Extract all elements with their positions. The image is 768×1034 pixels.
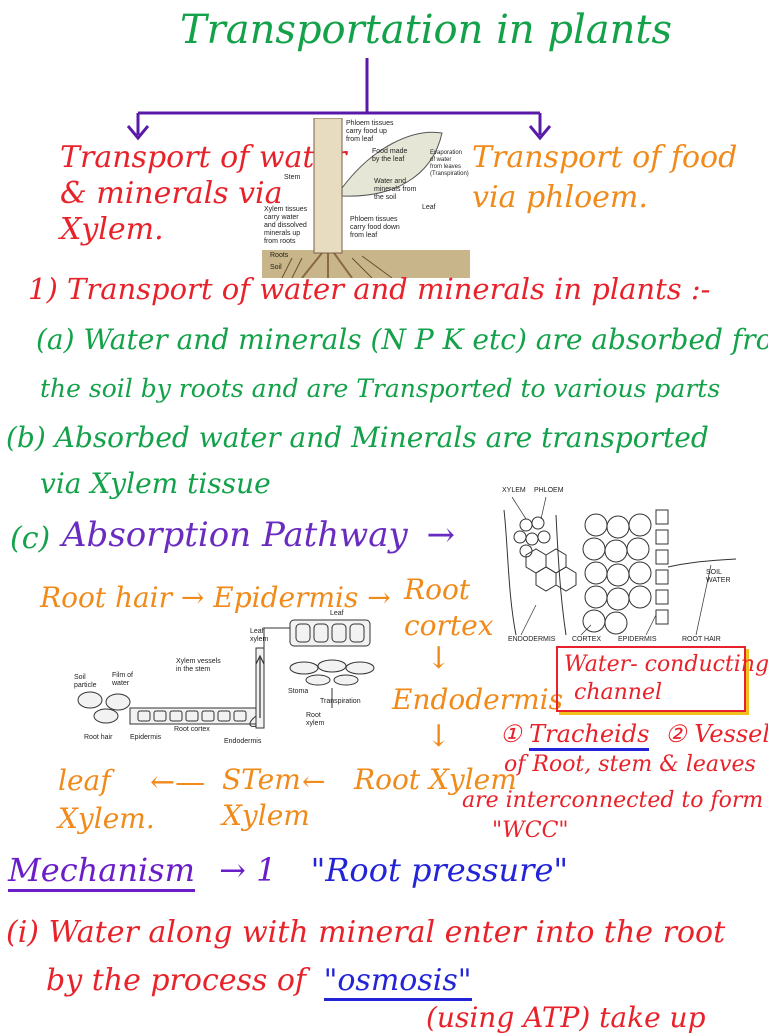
absorption-label: (c) bbox=[10, 521, 51, 556]
evaporation-label: Evaporation of water from leaves (Transp… bbox=[430, 150, 469, 177]
branch-left-line2: & minerals via bbox=[60, 176, 283, 211]
point-i-line3: (using ATP) take up bbox=[426, 1001, 706, 1034]
cs-xylem-label: XYLEM bbox=[502, 487, 526, 494]
branch-right-line2: via phloem. bbox=[472, 180, 648, 215]
cs-soil-water-label: SOIL WATER bbox=[706, 569, 731, 585]
section1-heading: 1) Transport of water and minerals in pl… bbox=[28, 272, 711, 306]
pathway-arrow-2: → bbox=[367, 581, 391, 614]
pathway-root-cortex: Root cortex bbox=[404, 572, 494, 644]
pathway-leaf-xylem: leaf Xylem. bbox=[58, 762, 155, 838]
wcc-tracheids: Tracheids bbox=[529, 720, 650, 751]
fd-root-xylem-label: Root xylem bbox=[306, 712, 325, 728]
title-branch-lines bbox=[126, 58, 552, 141]
phloem-top-label: Phloem tissues carry food up from leaf bbox=[346, 120, 394, 144]
point-b-line2: via Xylem tissue bbox=[40, 467, 271, 500]
wcc-num-1: ① bbox=[500, 720, 522, 748]
pathway-root-cortex-line2: cortex bbox=[404, 609, 494, 642]
absorption-arrow: → bbox=[426, 515, 456, 555]
mechanism-row: Mechanism → 1 "Root pressure" bbox=[8, 851, 569, 892]
leaf-label: Leaf bbox=[422, 204, 436, 211]
branch-left: Transport of water & minerals via Xylem. bbox=[60, 140, 347, 248]
fd-stoma-label: Stoma bbox=[288, 688, 309, 695]
cs-phloem-label: PHLOEM bbox=[534, 487, 564, 494]
root-cross-section-diagram: XYLEM PHLOEM SOIL WATER ENDODERMIS CORTE… bbox=[496, 485, 741, 647]
pathway-arrow-down-2: ↓ bbox=[426, 719, 452, 754]
cs-cortex-label: CORTEX bbox=[572, 636, 602, 643]
pathway-epidermis: Epidermis bbox=[213, 581, 359, 614]
branch-right: Transport of food via phloem. bbox=[472, 138, 737, 218]
mechanism-number: 1 bbox=[256, 851, 277, 889]
branch-left-line1: Transport of water bbox=[60, 140, 347, 175]
food-made-label: Food made by the leaf bbox=[372, 148, 408, 164]
fd-root-cortex-label: Root cortex bbox=[174, 726, 210, 733]
root-pressure-label: "Root pressure" bbox=[310, 851, 569, 889]
plant-sketch bbox=[262, 117, 470, 279]
wcc-box-line2: channel bbox=[574, 680, 662, 705]
wcc-box: Water- conducting channel bbox=[556, 646, 768, 712]
fd-xylem-vessels-label: Xylem vessels in the stem bbox=[176, 658, 221, 674]
fd-film-water-label: Film of water bbox=[112, 672, 133, 688]
soil-label: Soil bbox=[270, 264, 282, 271]
wcc-vessels: Vessels bbox=[694, 720, 768, 748]
pathway-stem-xylem-line1: STem bbox=[222, 763, 301, 796]
branch-left-line3: Xylem. bbox=[60, 212, 164, 247]
water-flow-diagram: Leaf Leaf xylem Xylem vessels in the ste… bbox=[70, 608, 382, 754]
point-i-line1: (i) Water along with mineral enter into … bbox=[6, 915, 726, 950]
fd-leaf-label: Leaf bbox=[330, 610, 344, 617]
page-title: Transportation in plants bbox=[180, 7, 672, 53]
pathway-stem-xylem: STem Xylem bbox=[222, 762, 310, 834]
root-cross-section-sketch bbox=[503, 496, 737, 636]
mechanism-label: Mechanism bbox=[8, 851, 195, 892]
xylem-label: Xylem tissues carry water and dissolved … bbox=[264, 206, 308, 246]
pathway-endodermis: Endodermis bbox=[392, 683, 564, 716]
pathway-arrow-down-1: ↓ bbox=[426, 641, 452, 676]
point-b-line1: (b) Absorbed water and Minerals are tran… bbox=[6, 421, 709, 454]
fd-leaf-xylem-label: Leaf xylem bbox=[250, 628, 269, 644]
pathway-root-cortex-line1: Root bbox=[404, 573, 471, 606]
pathway-leaf-xylem-line1: leaf bbox=[58, 764, 111, 797]
plant-transport-diagram: Phloem tissues carry food up from leaf F… bbox=[262, 117, 470, 279]
pathway-arrow-1: → bbox=[180, 581, 214, 614]
pathway-root-hair: Root hair bbox=[40, 581, 173, 614]
fd-transpiration-label: Transpiration bbox=[320, 698, 361, 705]
fd-root-hair-label: Root hair bbox=[84, 734, 113, 741]
cs-root-hair-label: ROOT HAIR bbox=[682, 636, 721, 643]
phloem-down-label: Phloem tissues carry food down from leaf bbox=[350, 216, 400, 240]
mechanism-arrow: → bbox=[219, 851, 246, 889]
pathway-row1: Root hair → Epidermis → bbox=[40, 584, 391, 612]
wcc-line3: are interconnected to form bbox=[462, 788, 764, 813]
absorption-heading: Absorption Pathway → bbox=[62, 515, 456, 555]
wcc-line2: of Root, stem & leaves bbox=[504, 752, 756, 777]
water-minerals-label: Water and minerals from the soil bbox=[374, 178, 417, 202]
pathway-root-xylem: Root Xylem bbox=[354, 763, 517, 796]
water-flow-sketch bbox=[77, 619, 375, 729]
point-a-line1: (a) Water and minerals (N P K etc) are a… bbox=[36, 323, 768, 356]
fd-soil-particle-label: Soil particle bbox=[74, 674, 97, 690]
point-a-line2: the soil by roots and are Transported to… bbox=[40, 374, 721, 403]
wcc-num-2: ② bbox=[665, 720, 687, 748]
cs-endodermis-label: ENDODERMIS bbox=[508, 636, 556, 643]
wcc-line1: ① Tracheids ② Vessels bbox=[500, 720, 768, 751]
pathway-arrow-left-1: ← bbox=[302, 765, 326, 798]
point-i-line2-a: by the process of bbox=[46, 963, 307, 998]
wcc-line4: "WCC" bbox=[492, 818, 569, 843]
pathway-leaf-xylem-line2: Xylem. bbox=[58, 802, 155, 835]
roots-label: Roots bbox=[270, 252, 289, 259]
pathway-stem-xylem-line2: Xylem bbox=[222, 799, 310, 832]
osmosis-word: "osmosis" bbox=[323, 963, 472, 1001]
cs-epidermis-label: EPIDERMIS bbox=[618, 636, 657, 643]
fd-epidermis-label: Epidermis bbox=[130, 734, 162, 741]
point-i-line2: by the process of "osmosis" bbox=[46, 963, 472, 1001]
branch-right-line1: Transport of food bbox=[472, 140, 738, 175]
pathway-arrow-left-2: ←— bbox=[150, 765, 206, 800]
stem-label: Stem bbox=[284, 174, 301, 181]
wcc-box-line1: Water- conducting bbox=[564, 652, 768, 677]
fd-endodermis-label: Endodermis bbox=[224, 738, 262, 745]
